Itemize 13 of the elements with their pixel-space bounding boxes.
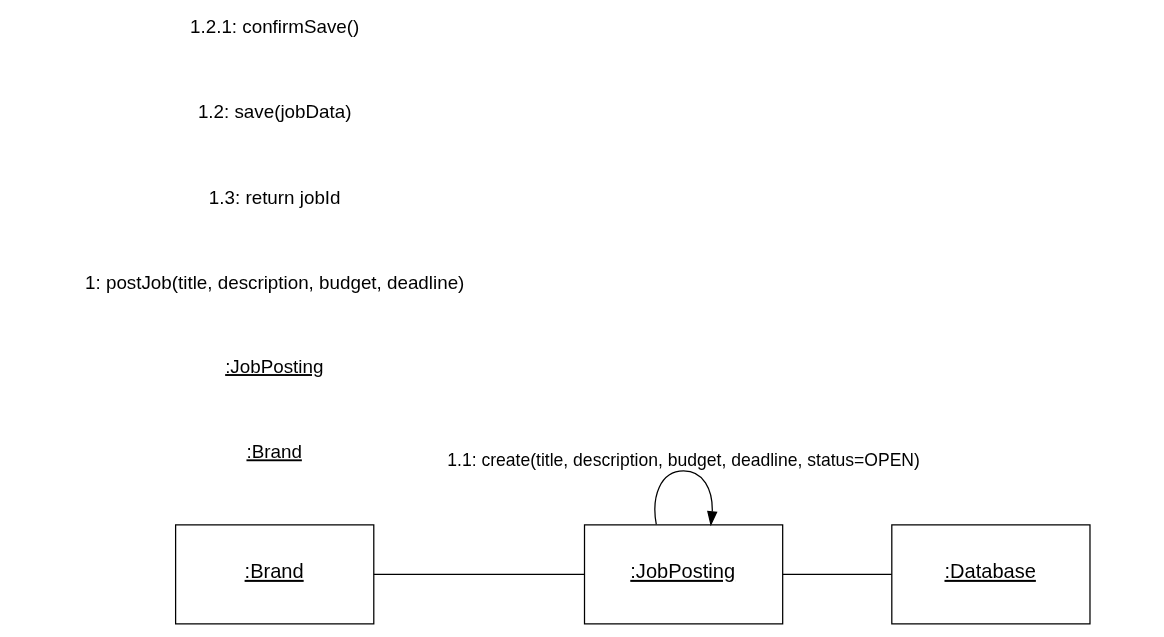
label: 1.3: return jobId — [208, 186, 341, 208]
label: 1.2.1: confirmSave() — [190, 16, 360, 38]
arrow — [654, 470, 718, 527]
label: :Brand — [246, 441, 302, 463]
connector — [373, 573, 585, 575]
connector — [782, 573, 893, 575]
label: 1: postJob(title, description, budget, deadline) — [85, 272, 465, 294]
node-box: :Database — [891, 524, 1091, 625]
label: :JobPosting — [225, 356, 324, 378]
edge-label: 1.1: create(title, description, budget, deadline, status=OPEN) — [447, 450, 920, 471]
node-box: :Brand — [175, 524, 375, 625]
label: 1.2: save(jobData) — [197, 101, 352, 123]
node-box: :JobPosting — [583, 524, 784, 625]
